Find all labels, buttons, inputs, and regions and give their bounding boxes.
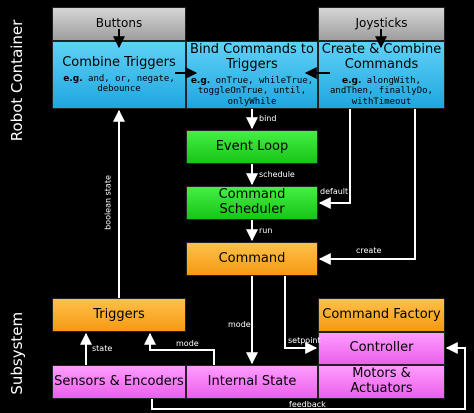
label-mode-down: mode	[228, 320, 251, 329]
edge-default	[318, 109, 351, 209]
command-node: Command	[186, 242, 318, 276]
joysticks-title: Joysticks	[355, 16, 408, 31]
create-combine-eg: e.g.	[342, 75, 362, 86]
triggers-node: Triggers	[52, 298, 186, 332]
label-setpoint: setpoint	[288, 336, 321, 345]
bind-commands-examples: e.g. onTrue, whileTrue, toggleOnTrue, un…	[187, 76, 317, 107]
label-boolean-state: boolean state	[103, 175, 113, 230]
bind-commands-title: Bind Commands to Triggers	[190, 42, 314, 72]
sensors-encoders-node: Sensors & Encoders	[52, 365, 186, 399]
controller-node: Controller	[318, 332, 445, 365]
bind-commands-node: Bind Commands to Triggers e.g. onTrue, w…	[186, 41, 318, 109]
command-scheduler-node: Command Scheduler	[186, 186, 318, 220]
create-combine-examples-text: alongWith, andThen, finallyDo, withTimeo…	[330, 75, 433, 107]
label-run: run	[259, 226, 273, 235]
label-schedule: schedule	[259, 170, 295, 179]
buttons-title: Buttons	[95, 16, 143, 31]
internal-state-node: Internal State	[186, 365, 318, 399]
combine-triggers-title: Combine Triggers	[62, 54, 176, 70]
combine-triggers-examples: e.g. and, or, negate, debounce	[53, 74, 185, 95]
event-loop-title: Event Loop	[215, 138, 289, 154]
edge-mode-left	[144, 332, 215, 365]
label-mode-left: mode	[176, 339, 199, 348]
label-default: default	[320, 187, 349, 196]
command-factory-node: Command Factory	[318, 298, 445, 332]
label-create: create	[356, 246, 382, 255]
edge-feedback	[151, 342, 466, 410]
label-bind: bind	[259, 114, 277, 123]
internal-state-title: Internal State	[207, 373, 297, 389]
command-title: Command	[218, 250, 286, 266]
motors-actuators-title: Motors & Actuators	[350, 366, 413, 396]
edge-setpoint	[284, 276, 318, 354]
event-loop-node: Event Loop	[186, 130, 318, 164]
combine-triggers-node: Combine Triggers e.g. and, or, negate, d…	[52, 41, 186, 109]
motors-actuators-node: Motors & Actuators	[318, 365, 445, 399]
label-state: state	[92, 344, 113, 353]
command-factory-title: Command Factory	[322, 306, 441, 322]
create-combine-examples: e.g. alongWith, andThen, finallyDo, with…	[319, 76, 444, 107]
bind-commands-examples-text: onTrue, whileTrue, toggleOnTrue, until, …	[197, 75, 314, 107]
sensors-encoders-title: Sensors & Encoders	[54, 373, 184, 389]
combine-triggers-examples-text: and, or, negate, debounce	[82, 73, 175, 94]
create-combine-node: Create & Combine Commands e.g. alongWith…	[318, 41, 445, 109]
command-scheduler-title: Command Scheduler	[218, 187, 286, 217]
combine-triggers-eg: e.g.	[63, 73, 83, 84]
create-combine-title: Create & Combine Commands	[321, 42, 442, 72]
bind-commands-eg: e.g.	[190, 75, 211, 86]
triggers-title: Triggers	[93, 306, 145, 322]
controller-title: Controller	[349, 340, 414, 356]
label-feedback: feedback	[289, 400, 326, 409]
edge-create	[318, 109, 416, 265]
